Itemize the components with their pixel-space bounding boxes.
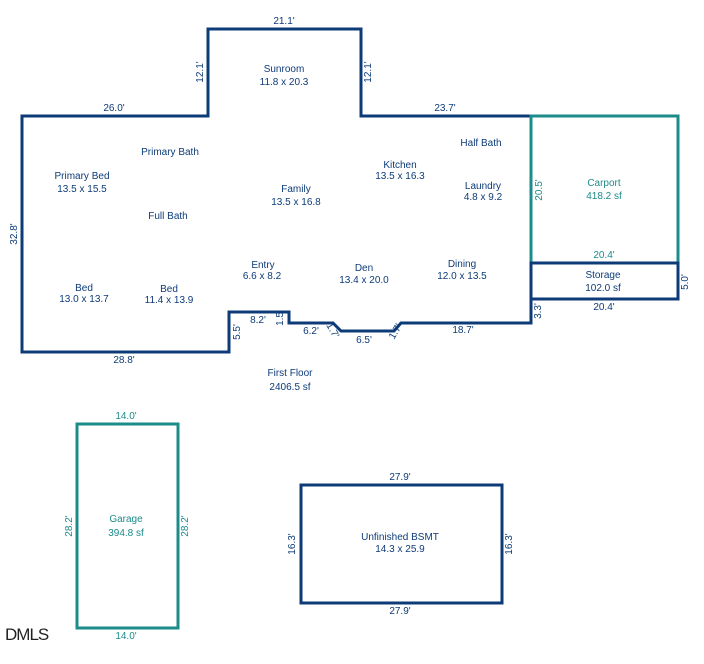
- floor-area: 2406.5 sf: [269, 382, 310, 393]
- room-name: Bed: [75, 283, 93, 294]
- garage-outline: [75, 422, 180, 630]
- dimension: 3.3': [533, 303, 544, 319]
- dimension: 18.7': [452, 325, 473, 336]
- dimension: 1.5': [275, 310, 286, 326]
- floor-label: First Floor: [268, 368, 314, 379]
- dimension: 28.2': [64, 515, 75, 536]
- dimension: 26.0': [103, 103, 124, 114]
- dimension: 1.7': [323, 321, 340, 340]
- room-name: Sunroom: [264, 64, 305, 75]
- room-name: Laundry: [465, 181, 501, 192]
- basement-outline: [299, 483, 504, 605]
- dimension: 20.4': [593, 250, 614, 261]
- storage-label: Storage: [585, 270, 620, 281]
- dimension: 5.0': [680, 274, 691, 290]
- storage-area: 102.0 sf: [585, 283, 621, 294]
- carport-outline: [529, 114, 680, 265]
- room-name: Dining: [448, 259, 476, 270]
- dimension: 16.3': [504, 533, 515, 554]
- room-size: 12.0 x 13.5: [437, 271, 487, 282]
- room-size: 13.5 x 16.8: [271, 197, 321, 208]
- dimension: 1.7': [387, 322, 404, 341]
- dimension: 8.2': [250, 315, 266, 326]
- room-size: 11.4 x 13.9: [145, 295, 194, 306]
- dimension: 27.9': [389, 472, 410, 483]
- dimension: 5.5': [232, 324, 243, 340]
- room-name: Full Bath: [148, 211, 187, 222]
- dimension: 16.3': [287, 533, 298, 554]
- room-name: Primary Bed: [54, 171, 109, 182]
- room-name: Bed: [160, 284, 178, 295]
- room-name: Entry: [251, 260, 274, 271]
- room-size: 6.6 x 8.2: [243, 271, 282, 282]
- first-floor-outline: [20, 27, 533, 354]
- room-size: 4.8 x 9.2: [464, 192, 503, 203]
- room-size: 13.5 x 15.5: [57, 184, 107, 195]
- dimension: 23.7': [434, 103, 455, 114]
- dimension: 32.8': [9, 223, 20, 244]
- room-name: Family: [281, 184, 310, 195]
- dimension: 20.4': [593, 302, 614, 313]
- room-name: Den: [355, 263, 373, 274]
- garage-area: 394.8 sf: [108, 528, 144, 539]
- room-name: Primary Bath: [141, 147, 199, 158]
- basement-label: Unfinished BSMT: [361, 532, 439, 543]
- dimension: 28.8': [113, 355, 134, 366]
- storage-outline: [529, 261, 680, 301]
- room-name: Half Bath: [460, 138, 501, 149]
- carport-area: 418.2 sf: [586, 191, 622, 202]
- dimension: 14.0': [115, 631, 136, 642]
- room-size: 11.8 x 20.3: [260, 77, 309, 88]
- dimension: 6.5': [356, 335, 372, 346]
- dimension: 28.2': [180, 515, 191, 536]
- dimension: 20.5': [534, 179, 545, 200]
- basement-size: 14.3 x 25.9: [375, 544, 425, 555]
- room-name: Kitchen: [383, 160, 416, 171]
- room-size: 13.0 x 13.7: [59, 294, 109, 305]
- dimension: 21.1': [273, 16, 294, 27]
- dmls-logo: DMLS: [5, 625, 49, 644]
- garage-label: Garage: [109, 514, 143, 525]
- dimension: 12.1': [363, 61, 374, 82]
- dimension: 14.0': [115, 411, 136, 422]
- room-size: 13.4 x 20.0: [339, 275, 389, 286]
- room-size: 13.5 x 16.3: [375, 171, 425, 182]
- dimension: 6.2': [303, 326, 319, 337]
- dimension: 12.1': [195, 61, 206, 82]
- dimension: 27.9': [389, 606, 410, 617]
- carport-label: Carport: [587, 178, 621, 189]
